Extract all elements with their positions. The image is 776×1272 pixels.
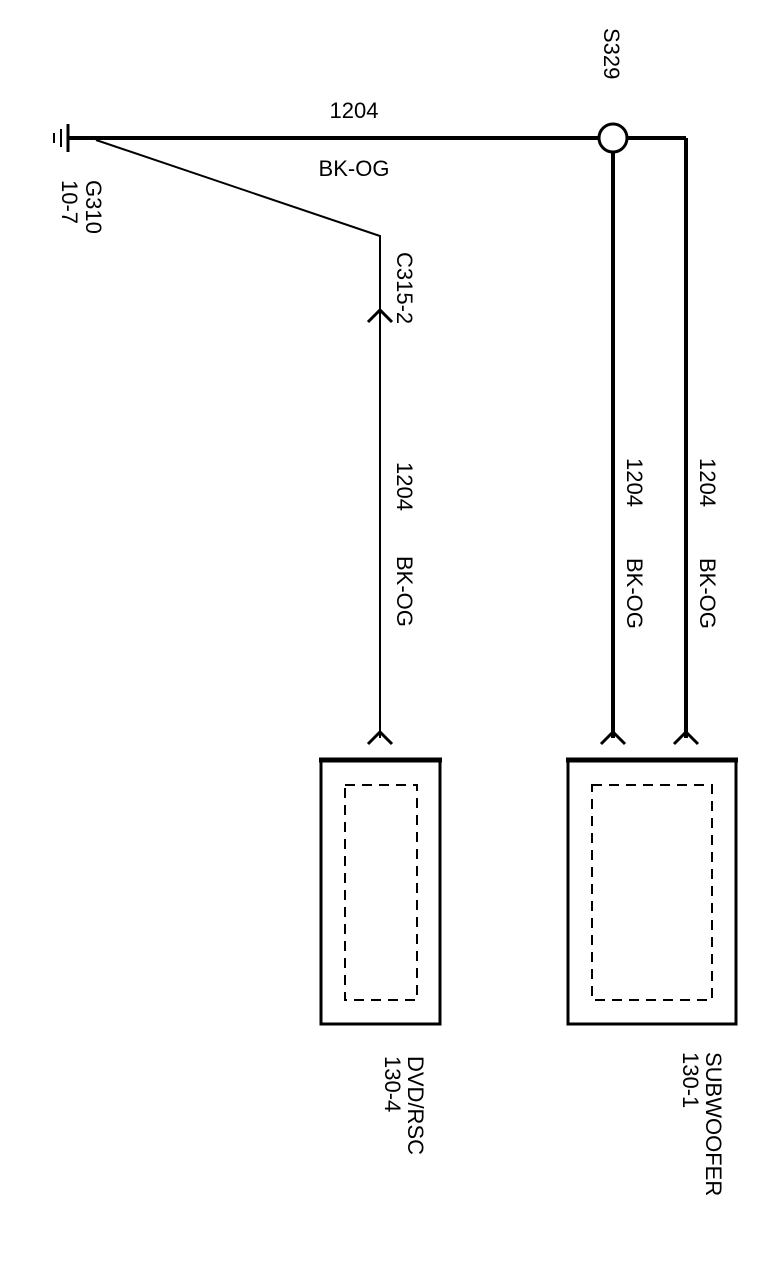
dvd-wire-color-label: BK-OG — [392, 556, 417, 627]
connector-label: C315-2 — [392, 252, 417, 324]
connector-dvd-chevron-icon — [366, 729, 394, 746]
connector-sub-right-chevron-icon — [672, 729, 700, 746]
splice-s329 — [597, 122, 629, 154]
component-dvd-rsc — [319, 757, 442, 1026]
wire-branch-diagonal — [95, 139, 381, 312]
sub-right-wire-color-label: BK-OG — [695, 558, 720, 629]
dvd-component-ref: 130-4 — [380, 1056, 405, 1112]
sub-right-wire-circuit-label: 1204 — [695, 458, 720, 507]
dvd-component-name: DVD/RSC — [403, 1056, 428, 1155]
connector-c315-2-icon — [366, 307, 394, 324]
connector-sub-left-chevron-icon — [599, 729, 627, 746]
main-wire-color-label: BK-OG — [319, 156, 390, 181]
ground-id-label: G310 — [81, 180, 106, 234]
splice-label: S329 — [599, 28, 624, 79]
main-wire-circuit-label: 1204 — [330, 98, 379, 123]
ground-symbol-icon — [53, 124, 70, 152]
subwoofer-component-ref: 130-1 — [678, 1052, 703, 1108]
component-subwoofer — [566, 757, 738, 1026]
ground-ref-label: 10-7 — [57, 180, 82, 224]
dvd-wire-circuit-label: 1204 — [392, 462, 417, 511]
sub-left-wire-color-label: BK-OG — [622, 558, 647, 629]
subwoofer-component-name: SUBWOOFER — [701, 1052, 726, 1196]
sub-left-wire-circuit-label: 1204 — [622, 458, 647, 507]
